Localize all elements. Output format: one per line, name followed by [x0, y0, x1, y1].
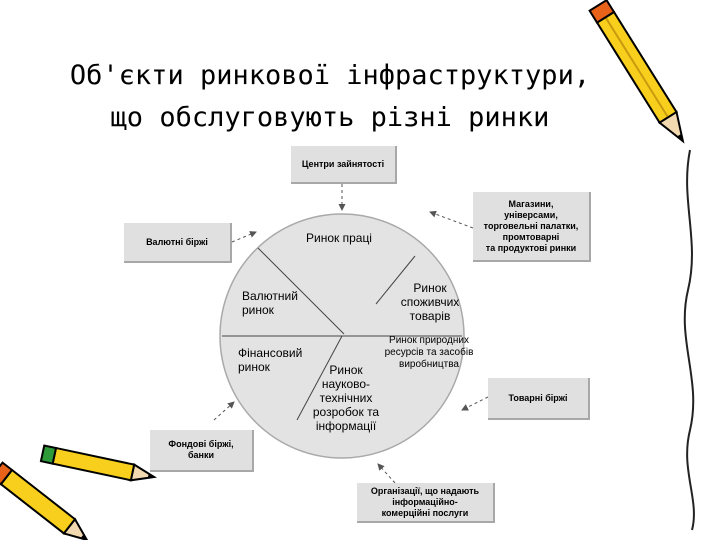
labor-market-label: Ринок праці: [306, 231, 372, 245]
natural-resources-market-label: Ринок природних ресурсів та засобів виро…: [384, 335, 474, 370]
currency-exchanges-box: Валютні біржі: [124, 223, 232, 263]
wavy-line: [683, 149, 695, 531]
employment-centers-box: Центри зайнятості: [291, 146, 397, 184]
rnd-market-label: Ринок науково- технічних розробок та інф…: [312, 363, 380, 433]
title-line-2: що обслуговують різні ринки: [110, 102, 550, 133]
currency-market-label: Валютний ринок: [242, 289, 298, 317]
page-title: Об'єкти ринкової інфраструктури, що обсл…: [40, 55, 620, 139]
financial-market-label: Фінансовий ринок: [238, 346, 303, 374]
info-organizations-box: Організації, що надають інформаційно- ко…: [357, 483, 495, 523]
stock-exchanges-box: Фондові біржі, банки: [150, 430, 254, 472]
consumer-goods-market-label: Ринок споживчих товарів: [400, 281, 460, 323]
commodity-exchanges-box: Товарні біржі: [488, 378, 590, 420]
pencils-icon: [0, 444, 157, 540]
pencil-icon: [588, 0, 685, 144]
segment-dividers: [222, 247, 462, 421]
shops-box: Магазини, універсами, торговельні палатк…: [473, 192, 591, 262]
title-line-1: Об'єкти ринкової інфраструктури,: [69, 60, 591, 91]
connector-arrows: [213, 184, 489, 484]
